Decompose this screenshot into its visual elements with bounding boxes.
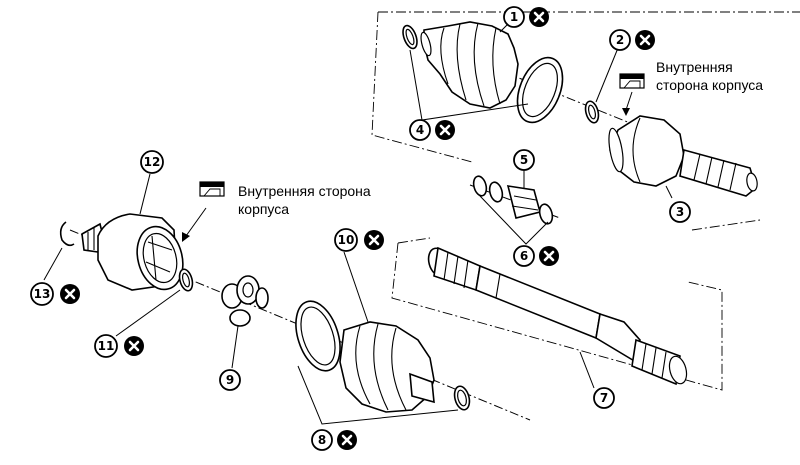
outer-housing-label-line1: Внутренняя <box>656 59 733 75</box>
callout-1: 1 <box>503 6 525 28</box>
inner-housing-arrow <box>185 207 207 237</box>
svg-text:11: 11 <box>98 339 115 353</box>
x-circle-icon <box>364 230 384 250</box>
outer-snap-ring <box>584 100 600 124</box>
callout-3: 3 <box>669 201 691 223</box>
inner-circlip <box>59 221 75 247</box>
svg-text:2: 2 <box>616 33 624 47</box>
callout-6: 6 <box>513 245 535 267</box>
callout-8: 8 <box>311 429 333 451</box>
lower-axis-line <box>69 229 531 421</box>
outer-housing-arrow <box>625 91 633 111</box>
leader-7 <box>579 351 595 389</box>
svg-text:5: 5 <box>520 153 528 167</box>
inner-small-boot-clamp <box>453 385 471 411</box>
drive-shaft <box>427 246 688 386</box>
x-circle-icon <box>529 7 549 27</box>
svg-text:3: 3 <box>676 205 684 219</box>
callout-5: 5 <box>513 149 535 171</box>
outer-joint-housing <box>608 115 758 197</box>
leader-9 <box>231 325 239 369</box>
leader-3 <box>665 185 673 199</box>
shaft-frame <box>391 237 723 391</box>
large-boot-clamp <box>516 56 564 124</box>
inner-joint-housing <box>81 213 184 291</box>
x-circle-icon <box>60 284 80 304</box>
callout-7: 7 <box>593 387 615 409</box>
inner-housing-arrow-head <box>182 232 190 242</box>
outer-joint-frame <box>371 11 800 231</box>
callout-10: 10 <box>334 228 358 252</box>
leader-6 <box>479 195 549 245</box>
inner-large-boot-clamp <box>295 300 341 372</box>
svg-text:8: 8 <box>318 433 326 447</box>
svg-text:13: 13 <box>34 287 51 301</box>
leader-8 <box>297 365 459 425</box>
inner-snap-ring <box>178 268 194 292</box>
dynamic-damper <box>472 175 554 225</box>
leader-10 <box>343 251 369 323</box>
x-circle-icon <box>539 246 559 266</box>
callout-9: 9 <box>219 369 241 391</box>
leader-13 <box>43 247 63 281</box>
outer-housing-label-line2: сторона корпуса <box>656 77 763 93</box>
inner-boot <box>339 321 435 413</box>
outer-housing-arrow-head <box>622 108 630 116</box>
leader-11 <box>115 289 181 337</box>
svg-text:10: 10 <box>338 233 355 247</box>
outer-boot <box>420 21 519 109</box>
callout-4: 4 <box>409 119 431 141</box>
callout-11: 11 <box>94 334 118 358</box>
x-circle-icon <box>635 30 655 50</box>
spider-assembly <box>221 275 269 327</box>
x-circle-icon <box>435 120 455 140</box>
small-boot-clamp <box>402 24 418 50</box>
svg-text:7: 7 <box>600 391 608 405</box>
inner-housing-label-line1: Внутренняя сторона <box>238 183 371 199</box>
x-circle-icon <box>124 336 144 356</box>
inner-housing-label-line2: корпуса <box>238 201 289 217</box>
x-circle-icon <box>337 430 357 450</box>
svg-text:12: 12 <box>144 155 161 169</box>
housing-side-icon <box>619 73 645 89</box>
leader-12 <box>139 173 151 215</box>
callout-13: 13 <box>30 282 54 306</box>
svg-text:9: 9 <box>226 373 234 387</box>
svg-text:6: 6 <box>520 249 528 263</box>
leader-2 <box>595 47 619 103</box>
svg-text:1: 1 <box>510 10 518 24</box>
housing-side-icon <box>199 181 225 197</box>
callout-2: 2 <box>609 29 631 51</box>
svg-text:4: 4 <box>416 123 424 137</box>
callout-12: 12 <box>140 150 164 174</box>
